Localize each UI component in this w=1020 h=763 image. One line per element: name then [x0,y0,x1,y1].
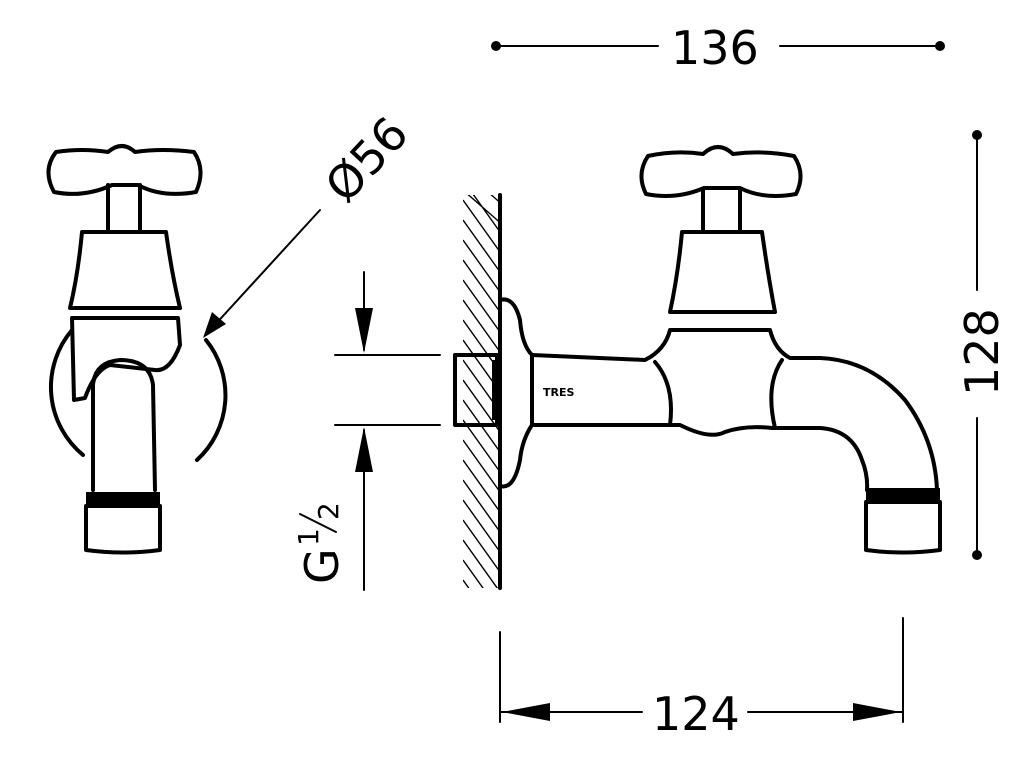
side-stem [701,188,742,232]
front-view [46,144,228,555]
diameter-arrowhead [203,312,226,338]
front-stem [106,183,142,232]
thread-label-fraction-bar [299,513,337,533]
thread-arrowhead-bottom [355,427,373,472]
thread-label-denominator: 2 [312,502,345,520]
thread-label: G 1 2 [292,502,349,584]
brand-logo: TRES [543,386,574,399]
side-cross-handle [639,145,803,198]
side-thread-shadow [492,360,500,420]
side-flange [498,297,534,489]
side-aerator-ring [866,488,940,502]
thread-dimension: G 1 2 [292,271,441,591]
thread-label-g: G [295,548,349,584]
front-aerator-ring [86,492,160,506]
side-bonnet [668,230,777,314]
dimension-128-label: 128 [955,308,1009,396]
front-nozzle [84,504,162,555]
side-thread-stub [453,353,499,427]
side-nozzle [864,500,942,555]
side-body-waist-right [769,358,784,430]
diameter-label: Ø56 [315,106,419,212]
diameter-callout: Ø56 [203,106,419,338]
front-body [70,316,182,402]
side-body-bottom [530,423,870,492]
thread-label-numerator: 1 [292,528,325,546]
diameter-leader-line [211,209,321,329]
dimension-128: 128 [955,130,1009,560]
side-body-waist-left [653,360,673,427]
side-body-top [530,328,939,492]
wall-section [463,193,502,590]
dimension-124-arrowhead-left [502,703,550,721]
dimension-124-arrowhead-right [853,703,901,721]
side-view: TRES [453,145,942,555]
front-bonnet [68,230,182,310]
front-cross-handle [46,144,203,196]
front-spout [91,358,157,492]
front-flange-outline [48,328,228,462]
dimension-124-label: 124 [652,687,740,741]
dimension-124: 124 [499,617,904,741]
thread-arrowhead-top [355,308,373,353]
dimension-136: 136 [491,21,945,75]
dimension-136-label: 136 [671,21,759,75]
wall-hatching [463,195,501,588]
